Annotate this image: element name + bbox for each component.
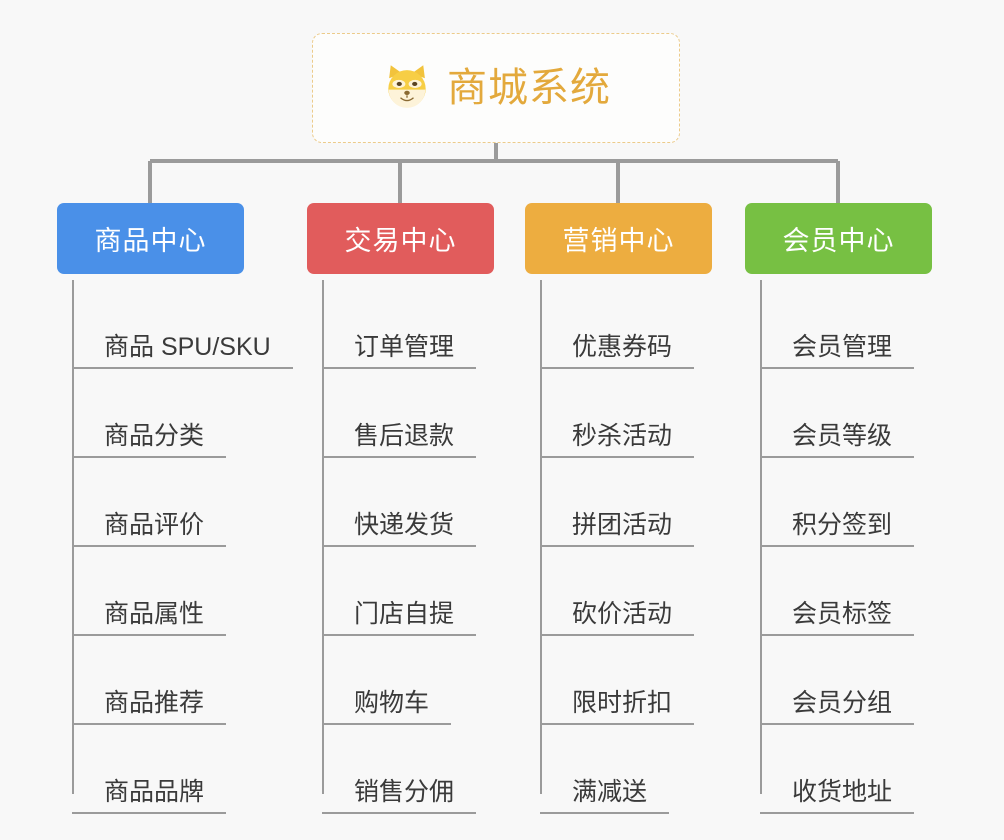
leaf-label: 限时折扣 <box>540 689 695 725</box>
leaf-label: 秒杀活动 <box>540 422 695 458</box>
category-header-product[interactable]: 商品中心 <box>57 203 244 274</box>
list-item[interactable]: 会员标签 <box>745 547 932 636</box>
category-column-marketing: 营销中心 优惠券码 秒杀活动 拼团活动 砍价活动 限时折扣 满减送 <box>525 203 712 814</box>
leaf-list-member: 会员管理 会员等级 积分签到 会员标签 会员分组 收货地址 <box>745 280 932 814</box>
leaf-label: 购物车 <box>322 689 452 725</box>
leaf-label: 订单管理 <box>322 333 477 369</box>
leaf-label: 会员管理 <box>760 333 915 369</box>
list-item[interactable]: 商品分类 <box>57 369 244 458</box>
list-item[interactable]: 商品属性 <box>57 547 244 636</box>
leaf-label: 商品品牌 <box>72 778 227 814</box>
leaf-label: 售后退款 <box>322 422 477 458</box>
list-item[interactable]: 销售分佣 <box>307 725 494 814</box>
leaf-label: 商品推荐 <box>72 689 227 725</box>
list-item[interactable]: 拼团活动 <box>525 458 712 547</box>
category-header-member[interactable]: 会员中心 <box>745 203 932 274</box>
leaf-list-trade: 订单管理 售后退款 快递发货 门店自提 购物车 销售分佣 <box>307 280 494 814</box>
list-item[interactable]: 订单管理 <box>307 280 494 369</box>
list-item[interactable]: 售后退款 <box>307 369 494 458</box>
list-item[interactable]: 会员分组 <box>745 636 932 725</box>
list-item[interactable]: 会员管理 <box>745 280 932 369</box>
category-title: 会员中心 <box>782 226 895 256</box>
root-node[interactable]: 商城系统 <box>312 33 680 143</box>
shiba-inu-dog-face-icon <box>388 65 426 108</box>
leaf-list-product: 商品 SPU/SKU 商品分类 商品评价 商品属性 商品推荐 商品品牌 <box>57 280 293 814</box>
leaf-label: 满减送 <box>540 778 670 814</box>
list-item[interactable]: 收货地址 <box>745 725 932 814</box>
list-item[interactable]: 满减送 <box>525 725 712 814</box>
leaf-label: 商品分类 <box>72 422 227 458</box>
leaf-list-marketing: 优惠券码 秒杀活动 拼团活动 砍价活动 限时折扣 满减送 <box>525 280 712 814</box>
leaf-label: 门店自提 <box>322 600 477 636</box>
list-item[interactable]: 门店自提 <box>307 547 494 636</box>
list-item[interactable]: 限时折扣 <box>525 636 712 725</box>
category-header-marketing[interactable]: 营销中心 <box>525 203 712 274</box>
category-column-trade: 交易中心 订单管理 售后退款 快递发货 门店自提 购物车 销售分佣 <box>307 203 494 814</box>
list-item[interactable]: 优惠券码 <box>525 280 712 369</box>
leaf-label: 积分签到 <box>760 511 915 547</box>
list-item[interactable]: 购物车 <box>307 636 494 725</box>
list-item[interactable]: 砍价活动 <box>525 547 712 636</box>
leaf-label: 拼团活动 <box>540 511 695 547</box>
leaf-label: 商品属性 <box>72 600 227 636</box>
list-item[interactable]: 快递发货 <box>307 458 494 547</box>
category-title: 商品中心 <box>94 226 207 256</box>
list-item[interactable]: 商品推荐 <box>57 636 244 725</box>
list-item[interactable]: 商品评价 <box>57 458 244 547</box>
category-header-trade[interactable]: 交易中心 <box>307 203 494 274</box>
list-item[interactable]: 会员等级 <box>745 369 932 458</box>
leaf-label: 优惠券码 <box>540 333 695 369</box>
leaf-label: 会员等级 <box>760 422 915 458</box>
list-item[interactable]: 商品品牌 <box>57 725 244 814</box>
category-title: 营销中心 <box>562 226 675 256</box>
list-item[interactable]: 秒杀活动 <box>525 369 712 458</box>
category-column-product: 商品中心 商品 SPU/SKU 商品分类 商品评价 商品属性 商品推荐 商品品牌 <box>57 203 293 814</box>
leaf-label: 会员标签 <box>760 600 915 636</box>
leaf-label: 商品 SPU/SKU <box>72 333 293 369</box>
leaf-label: 销售分佣 <box>322 778 477 814</box>
leaf-label: 收货地址 <box>760 778 915 814</box>
category-column-member: 会员中心 会员管理 会员等级 积分签到 会员标签 会员分组 收货地址 <box>745 203 932 814</box>
root-title: 商城系统 <box>447 66 611 110</box>
category-title: 交易中心 <box>344 226 457 256</box>
list-item[interactable]: 商品 SPU/SKU <box>57 280 293 369</box>
leaf-label: 会员分组 <box>760 689 915 725</box>
leaf-label: 砍价活动 <box>540 600 695 636</box>
leaf-label: 商品评价 <box>72 511 227 547</box>
leaf-label: 快递发货 <box>322 511 477 547</box>
list-item[interactable]: 积分签到 <box>745 458 932 547</box>
